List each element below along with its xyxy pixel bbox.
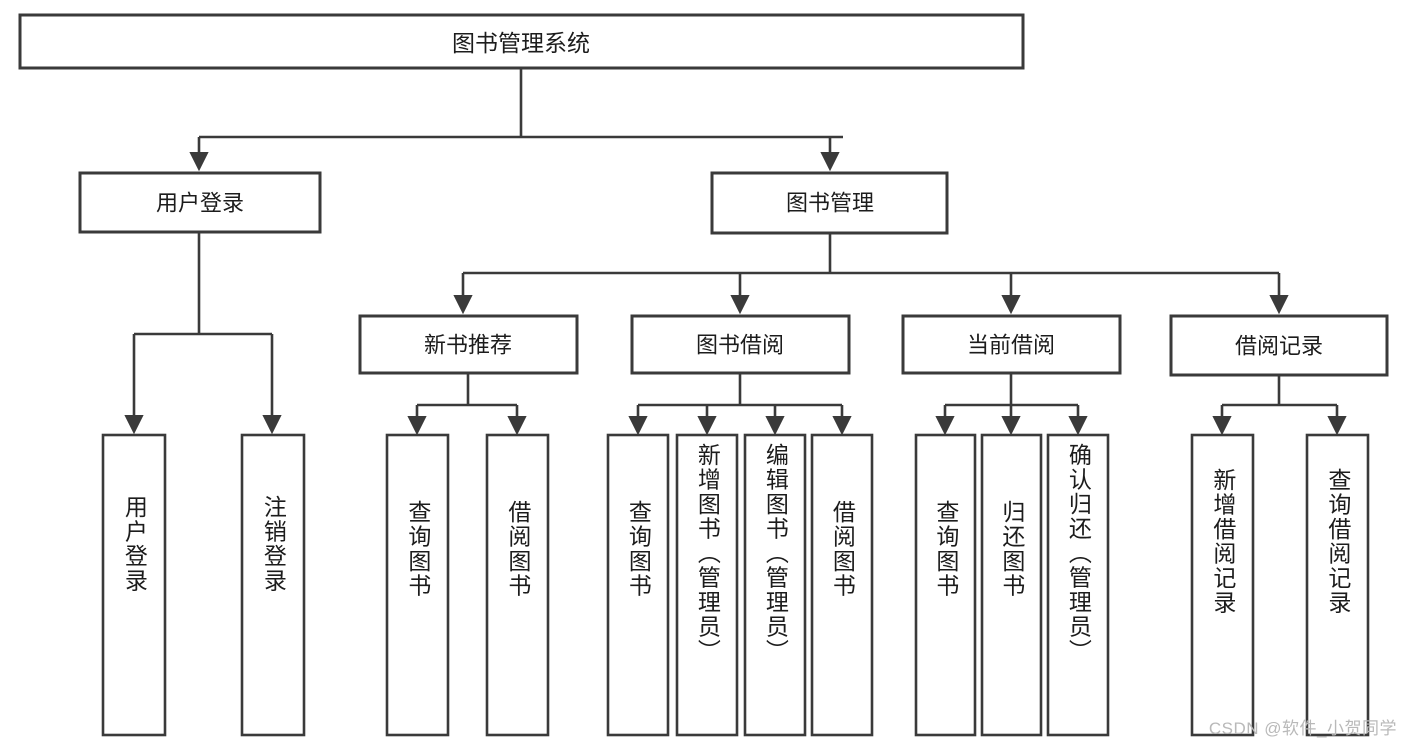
leaf-group-user-login — [101, 433, 306, 737]
leaf-box-book-borrow-2[interactable] — [743, 433, 807, 737]
node-borrow-record[interactable]: 借阅记录 — [1169, 314, 1389, 377]
connector-group-bookborrow-to-leaves — [628, 373, 852, 436]
node-borrow-record-box[interactable] — [1169, 314, 1389, 377]
node-book-borrow[interactable]: 图书借阅 — [630, 314, 851, 375]
node-book-management[interactable]: 图书管理 — [710, 171, 949, 235]
node-borrow-record-label: 借阅记录 — [1235, 334, 1323, 359]
leaf-box-borrow-record-1[interactable] — [1305, 433, 1370, 737]
node-user-login[interactable]: 用户登录 — [78, 171, 322, 234]
node-user-login-box[interactable] — [78, 171, 322, 234]
node-new-book-recommend-label: 新书推荐 — [424, 333, 512, 358]
leaf-box-new-book-0[interactable] — [385, 433, 450, 737]
node-root-box[interactable] — [18, 13, 1025, 70]
leaf-box-current-borrow-0[interactable] — [914, 433, 977, 737]
node-current-borrow-box[interactable] — [901, 314, 1122, 375]
leaf-box-book-borrow-0[interactable] — [606, 433, 670, 737]
connector-group-userlogin-to-leaves — [124, 232, 282, 435]
leaf-group-new-book-recommend — [385, 433, 550, 737]
node-new-book-recommend-box[interactable] — [358, 314, 579, 375]
node-new-book-recommend[interactable]: 新书推荐 — [358, 314, 579, 375]
connector-group-currentborrow-to-leaves — [935, 373, 1088, 436]
node-current-borrow[interactable]: 当前借阅 — [901, 314, 1122, 375]
leaf-box-user-login-0[interactable] — [101, 433, 167, 737]
node-root-label: 图书管理系统 — [452, 30, 590, 56]
node-book-management-box[interactable] — [710, 171, 949, 235]
leaf-box-user-login-1[interactable] — [240, 433, 306, 737]
leaf-box-current-borrow-2[interactable] — [1046, 433, 1110, 737]
node-book-borrow-box[interactable] — [630, 314, 851, 375]
leaf-group-current-borrow — [914, 433, 1110, 737]
leaf-box-current-borrow-1[interactable] — [980, 433, 1043, 737]
connector-group-borrowrecord-to-leaves — [1212, 375, 1347, 436]
node-book-borrow-label: 图书借阅 — [696, 333, 784, 358]
leaf-group-borrow-record — [1190, 433, 1370, 737]
node-user-login-label: 用户登录 — [156, 191, 244, 216]
leaf-box-book-borrow-1[interactable] — [675, 433, 739, 737]
node-book-management-label: 图书管理 — [786, 191, 874, 216]
leaf-box-book-borrow-3[interactable] — [810, 433, 874, 737]
connector-group-bookmgmt-to-level3 — [453, 233, 1289, 315]
connector-group-newbook-to-leaves — [407, 373, 527, 436]
node-root[interactable]: 图书管理系统 — [18, 13, 1025, 70]
leaf-box-borrow-record-0[interactable] — [1190, 433, 1255, 737]
node-current-borrow-label: 当前借阅 — [967, 333, 1055, 358]
leaf-box-new-book-1[interactable] — [485, 433, 550, 737]
leaf-group-book-borrow — [606, 433, 874, 737]
connector-group-root-to-level2 — [189, 68, 843, 172]
